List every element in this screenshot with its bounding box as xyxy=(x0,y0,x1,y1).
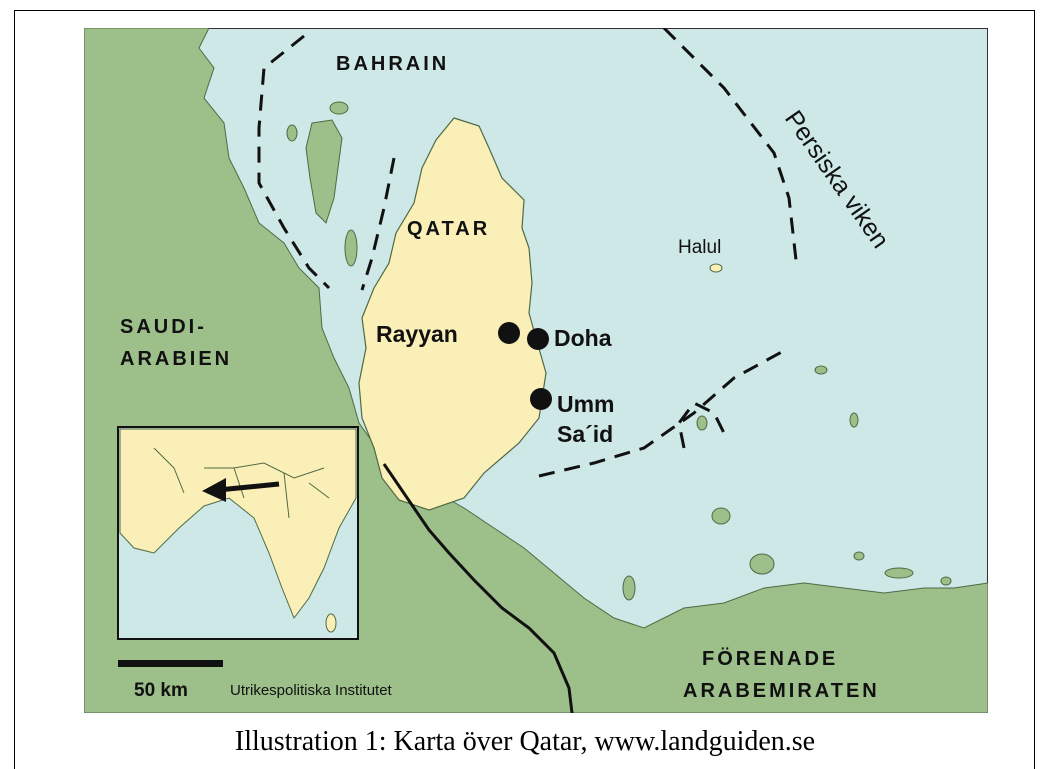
inset-map xyxy=(117,426,359,640)
map-svg: BAHRAIN QATAR SAUDI- ARABIEN FÖRENADE AR… xyxy=(84,28,988,713)
label-uae-line2: ARABEMIRATEN xyxy=(683,680,880,702)
maritime-boundaries xyxy=(257,28,798,478)
label-saudi-line1: SAUDI- xyxy=(120,316,207,338)
figure-caption: Illustration 1: Karta över Qatar, www.la… xyxy=(234,726,816,757)
qatar-map: BAHRAIN QATAR SAUDI- ARABIEN FÖRENADE AR… xyxy=(84,28,988,713)
label-city-umm-said-line1: Umm xyxy=(557,391,615,417)
label-qatar: QATAR xyxy=(407,218,490,240)
halul-island xyxy=(709,263,723,273)
island-e9 xyxy=(940,576,952,586)
scale-bar xyxy=(118,660,223,667)
label-city-rayyan: Rayyan xyxy=(376,321,458,347)
city-dot-umm-said xyxy=(530,388,552,410)
island-e6 xyxy=(622,575,636,601)
label-city-doha: Doha xyxy=(554,325,612,351)
qatar-land xyxy=(358,117,547,511)
label-uae-line1: FÖRENADE xyxy=(702,647,838,670)
island-e5 xyxy=(749,553,775,575)
bahrain-island xyxy=(305,119,343,224)
island-e4 xyxy=(711,507,731,525)
bahrain-islet-2 xyxy=(286,124,298,142)
island-e2 xyxy=(849,412,859,428)
map-credit: Utrikespolitiska Institutet xyxy=(230,682,393,699)
island-e1 xyxy=(696,415,708,431)
island-e3 xyxy=(814,365,828,375)
island-e7 xyxy=(884,567,914,579)
bahrain-islet-3 xyxy=(344,229,358,267)
label-bahrain: BAHRAIN xyxy=(336,53,449,75)
inset-arrow-shaft xyxy=(217,481,280,493)
inset-arrow-head xyxy=(202,478,226,502)
island-e8 xyxy=(853,551,865,561)
label-halul: Halul xyxy=(678,237,721,258)
label-city-umm-said-line2: Sa´id xyxy=(557,421,613,447)
label-saudi-line2: ARABIEN xyxy=(120,348,232,370)
bahrain-islet-1 xyxy=(329,101,349,115)
city-dot-doha xyxy=(527,328,549,350)
city-dot-rayyan xyxy=(498,322,520,344)
scale-label: 50 km xyxy=(134,680,188,701)
qatar-saudi-border xyxy=(382,463,574,713)
